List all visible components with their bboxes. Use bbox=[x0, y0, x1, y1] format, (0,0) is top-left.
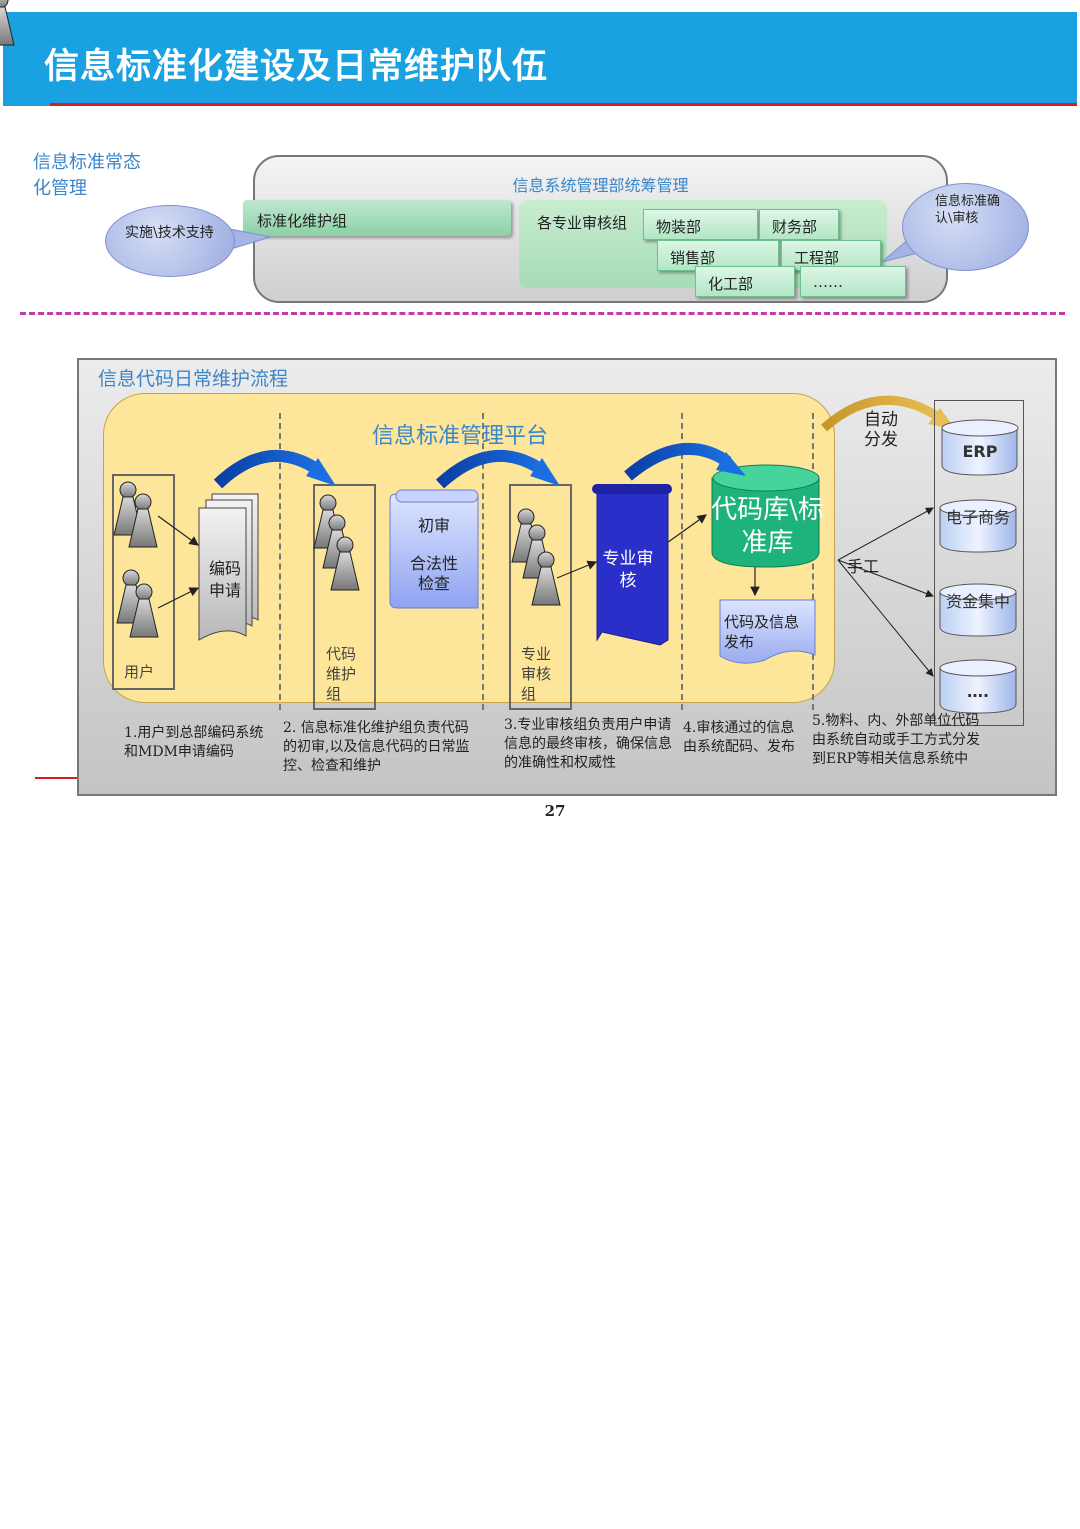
expert-review-label: 专业审核 bbox=[602, 549, 654, 591]
red-accent-line bbox=[35, 777, 77, 779]
erp-cylinder bbox=[941, 419, 1019, 476]
dept-box-finance: 财务部 bbox=[759, 209, 839, 240]
support-callout bbox=[105, 205, 235, 277]
standardization-group-bar bbox=[243, 200, 511, 236]
request-doc-label: 编码申请 bbox=[208, 559, 241, 600]
normal-management-label: 信息标准常态化管理 bbox=[33, 152, 141, 199]
fund-label: 资金集中 bbox=[945, 592, 1010, 611]
column-divider bbox=[812, 413, 814, 710]
step-2-text: 2. 信息标准化维护组负责代码的初审,以及信息代码的日常监控、检查和维护 bbox=[283, 720, 470, 774]
legality-check-label: 合法性检查 bbox=[409, 554, 458, 593]
step-1-text: 1.用户到总部编码系统和MDM申请编码 bbox=[124, 725, 264, 760]
manual-label: 手工 bbox=[847, 557, 880, 576]
fund-cylinder bbox=[939, 583, 1017, 637]
standardization-group-label: 标准化维护组 bbox=[257, 212, 348, 230]
person-icon bbox=[0, 0, 15, 46]
dept-box-chemical: 化工部 bbox=[695, 266, 795, 297]
first-review-label: 初审 bbox=[417, 516, 450, 535]
ecommerce-cylinder bbox=[939, 499, 1017, 553]
maint-group-box bbox=[313, 484, 376, 710]
dept-box-wuzhuang: 物装部 bbox=[643, 209, 758, 240]
erp-label: ERP bbox=[962, 442, 998, 461]
column-divider bbox=[279, 413, 281, 710]
review-groups-label: 各专业审核组 bbox=[537, 214, 628, 232]
page-title: 信息标准化建设及日常维护队伍 bbox=[44, 47, 549, 87]
confirm-callout-text: 信息标准确认\审核 bbox=[935, 194, 1001, 226]
header-bar bbox=[3, 12, 1077, 106]
step-3-text: 3.专业审核组负责用户申请信息的最终审核，确保信息的准确性和权威性 bbox=[504, 717, 672, 771]
step-5-text: 5.物料、内、外部单位代码由系统自动或手工方式分发到ERP等相关信息系统中 bbox=[812, 713, 980, 767]
expert-group-box bbox=[509, 484, 572, 710]
page-number: 27 bbox=[544, 802, 566, 820]
maint-group-label: 代码维护组 bbox=[326, 645, 357, 703]
flow-graphics bbox=[0, 0, 1019, 714]
management-title: 信息系统管理部统筹管理 bbox=[512, 176, 689, 195]
user-box bbox=[112, 474, 175, 690]
code-db-label: 代码库\标准库 bbox=[711, 495, 824, 558]
flow-title: 信息代码日常维护流程 bbox=[98, 368, 289, 390]
ecommerce-label: 电子商务 bbox=[945, 508, 1010, 527]
expert-group-label: 专业审核组 bbox=[521, 645, 552, 703]
column-divider bbox=[681, 413, 683, 710]
support-callout-text: 实施\技术支持 bbox=[125, 225, 214, 241]
systems-box bbox=[934, 400, 1024, 726]
section-divider bbox=[20, 312, 1065, 315]
header-underline bbox=[50, 103, 1077, 106]
column-divider bbox=[482, 413, 484, 710]
dept-box-more: …… bbox=[800, 266, 906, 297]
publish-label: 代码及信息发布 bbox=[724, 613, 800, 651]
more-systems-label: …. bbox=[966, 682, 990, 701]
confirm-callout bbox=[902, 183, 1029, 271]
platform-title: 信息标准管理平台 bbox=[372, 424, 549, 449]
auto-dist-label: 自动分发 bbox=[864, 410, 898, 450]
more-systems-cylinder bbox=[939, 659, 1017, 714]
step-4-text: 4.审核通过的信息由系统配码、发布 bbox=[683, 720, 795, 755]
user-label: 用户 bbox=[124, 663, 155, 681]
